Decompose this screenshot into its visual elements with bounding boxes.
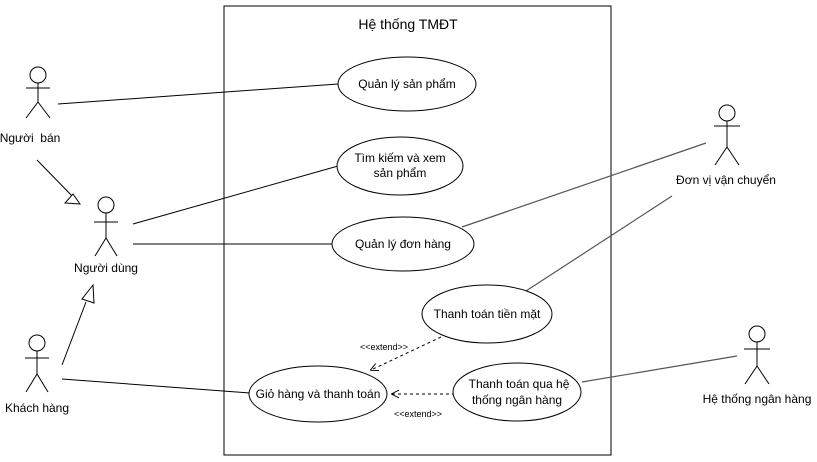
associations	[57, 83, 738, 394]
usecase-tim-kiem[interactable]: Tìm kiếm và xem sản phẩm	[336, 136, 464, 196]
generalization-customer-user-head	[81, 283, 95, 304]
extend-label-2: <<extend>>	[394, 409, 442, 419]
generalization-seller-user	[36, 159, 79, 203]
assoc-shipping-cash	[525, 195, 673, 292]
actor-khach-hang[interactable]: Khách hàng	[5, 334, 69, 415]
generalization-seller-user-head	[63, 193, 82, 205]
assoc-user-search	[132, 165, 339, 225]
assoc-shipping-orders	[461, 142, 707, 228]
generalization-customer-user	[61, 301, 87, 366]
usecase-quan-ly-don-hang[interactable]: Quản lý đơn hàng	[331, 216, 475, 272]
usecase-label-line2: thống ngân hàng	[472, 393, 562, 407]
usecase-label: Giỏ hàng và thanh toán	[256, 387, 381, 401]
actor-don-vi-van-chuyen[interactable]: Đơn vị vận chuyển	[676, 104, 776, 187]
system-title: Hệ thống TMĐT	[358, 16, 458, 32]
actor-label: Đơn vị vận chuyển	[676, 173, 776, 187]
extend-relations: <<extend>> <<extend>>	[360, 336, 455, 419]
actor-he-thong-ngan-hang[interactable]: Hệ thống ngân hàng	[703, 325, 812, 406]
assoc-customer-cart	[61, 378, 251, 394]
usecase-gio-hang[interactable]: Giỏ hàng và thanh toán	[248, 365, 388, 423]
usecase-thanh-toan-tien-mat[interactable]: Thanh toán tiền mặt	[421, 284, 553, 344]
usecase-label: Quản lý đơn hàng	[355, 237, 451, 251]
actor-label: Người bán	[0, 131, 60, 145]
usecase-label: Thanh toán tiền mặt	[434, 307, 541, 321]
usecase-thanh-toan-ngan-hang[interactable]: Thanh toán qua hệ thống ngân hàng	[452, 362, 582, 422]
assoc-seller-product	[57, 83, 339, 105]
system-boundary	[223, 5, 612, 456]
actor-nguoi-ban[interactable]: Người bán	[0, 66, 60, 145]
actor-label: Khách hàng	[5, 401, 69, 415]
actor-nguoi-dung[interactable]: Người dùng	[74, 196, 138, 275]
usecase-quan-ly-san-pham[interactable]: Quản lý sản phẩm	[337, 56, 477, 112]
usecase-label-line1: Tìm kiếm và xem	[354, 151, 445, 165]
actor-label: Hệ thống ngân hàng	[703, 392, 812, 406]
usecase-label-line1: Thanh toán qua hệ	[469, 377, 570, 391]
usecase-label: Quản lý sản phẩm	[358, 77, 455, 91]
assoc-bank-banktransfer	[581, 355, 738, 383]
extend-cash-cart	[371, 336, 442, 370]
generalizations	[36, 159, 95, 366]
extend-label-1: <<extend>>	[360, 342, 408, 352]
usecase-label-line2: sản phẩm	[374, 166, 427, 180]
actor-label: Người dùng	[74, 261, 138, 275]
